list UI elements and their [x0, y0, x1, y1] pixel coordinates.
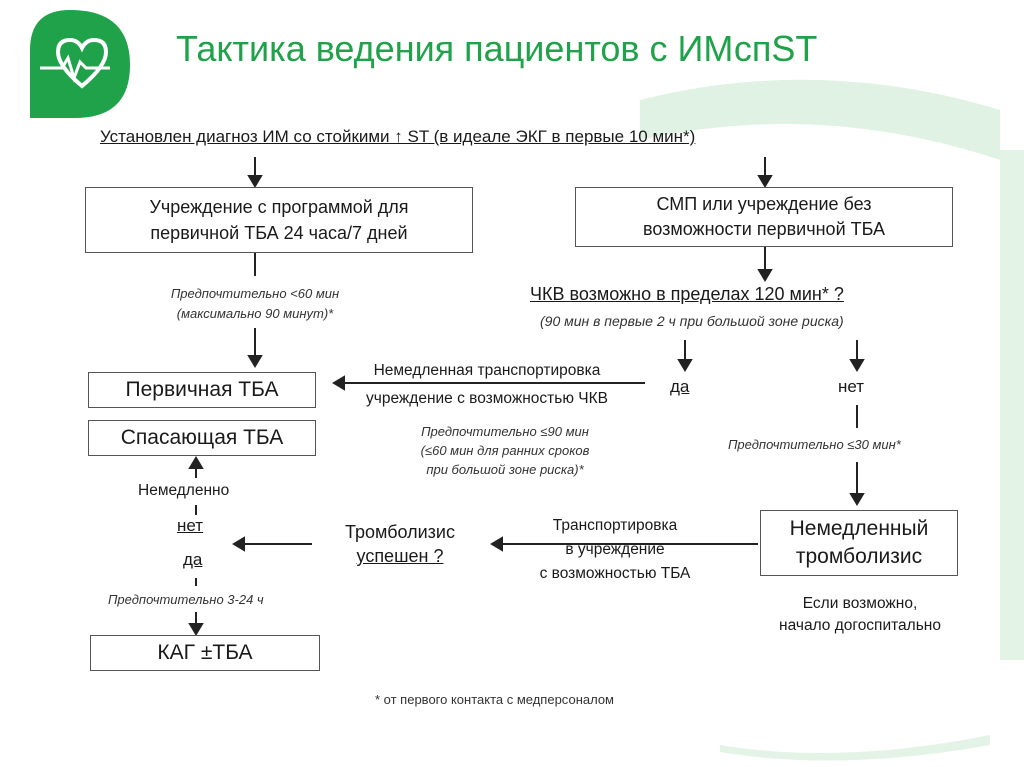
- heart-pulse-icon: [30, 10, 130, 118]
- preferred-90-note: Предпочтительно ≤90 мин (≤60 мин для ран…: [355, 422, 655, 479]
- no-label-1: нет: [838, 377, 865, 396]
- transport-tba: Транспортировка в учреждение с возможнос…: [505, 514, 725, 586]
- preferred-60-note: Предпочтительно <60 мин (максимально 90 …: [130, 284, 380, 324]
- box-primary-center-line1: Учреждение с программой для: [149, 197, 409, 217]
- box-kag-tba: КАГ ±ТБА: [90, 635, 320, 671]
- box-smp: СМП или учреждение без возможности перви…: [575, 187, 953, 247]
- prehospital-line2: начало догоспитально: [779, 617, 941, 634]
- preferred-30-note: Предпочтительно ≤30 мин*: [728, 437, 901, 452]
- prehospital-note: Если возможно, начало догоспитально: [740, 593, 980, 637]
- background-swoosh-bottom: [720, 735, 990, 761]
- thrombolysis-success-line2: успешен ?: [356, 546, 444, 566]
- preferred-3-24-note: Предпочтительно 3-24 ч: [108, 592, 264, 607]
- box-primary-center: Учреждение с программой для первичной ТБ…: [85, 187, 473, 253]
- diagram-arrows: [188, 157, 865, 636]
- box-smp-line1: СМП или учреждение без: [656, 194, 872, 214]
- page-title: Тактика ведения пациентов с ИМспST: [176, 28, 818, 69]
- no-label-2: нет: [177, 516, 204, 535]
- immediately-label: Немедленно: [138, 482, 230, 499]
- box-immediate-thrombolysis-line2: тромболизис: [795, 545, 923, 568]
- pci-question: ЧКВ возможно в пределах 120 мин* ?: [530, 284, 844, 305]
- footnote: * от первого контакта с медперсоналом: [375, 692, 614, 707]
- preferred-90-line2: (≤60 мин для ранних сроков: [420, 443, 590, 458]
- box-primary-center-line2: первичной ТБА 24 часа/7 дней: [150, 223, 408, 243]
- background-swoosh-top: [640, 79, 1000, 160]
- thrombolysis-success-line1: Тромболизис: [345, 522, 455, 542]
- background-swoosh-right: [1000, 150, 1024, 660]
- transport-immediate-line2: учреждение с возможностью ЧКВ: [366, 390, 608, 407]
- transport-tba-line1: Транспортировка: [552, 517, 678, 534]
- transport-immediate: Немедленная транспортировка учреждение с…: [322, 360, 652, 410]
- preferred-60-line1: Предпочтительно <60 мин: [170, 286, 340, 301]
- transport-tba-line2: в учреждение: [565, 541, 665, 558]
- thrombolysis-success-question: Тромболизис успешен ?: [320, 520, 480, 568]
- pci-note: (90 мин в первые 2 ч при большой зоне ри…: [540, 313, 844, 329]
- box-rescue-tba: Спасающая ТБА: [88, 420, 316, 456]
- yes-label-1: да: [670, 377, 690, 396]
- preferred-60-line2: (максимально 90 минут)*: [176, 306, 334, 321]
- transport-immediate-line1: Немедленная транспортировка: [373, 362, 601, 379]
- box-smp-line2: возможности первичной ТБА: [642, 219, 886, 239]
- yes-label-2: да: [183, 550, 203, 569]
- transport-tba-line3: с возможностью ТБА: [539, 565, 691, 582]
- pci-question-text: ЧКВ возможно в пределах 120 мин* ?: [530, 284, 844, 304]
- preferred-90-line3: при большой зоне риска)*: [426, 462, 584, 477]
- preferred-90-line1: Предпочтительно ≤90 мин: [421, 424, 589, 439]
- box-immediate-thrombolysis: Немедленный тромболизис: [760, 510, 958, 576]
- diagnosis-line: Установлен диагноз ИМ со стойкими ↑ ST (…: [100, 127, 696, 146]
- box-immediate-thrombolysis-line1: Немедленный: [789, 517, 929, 540]
- box-primary-tba: Первичная ТБА: [88, 372, 316, 408]
- prehospital-line1: Если возможно,: [802, 595, 918, 612]
